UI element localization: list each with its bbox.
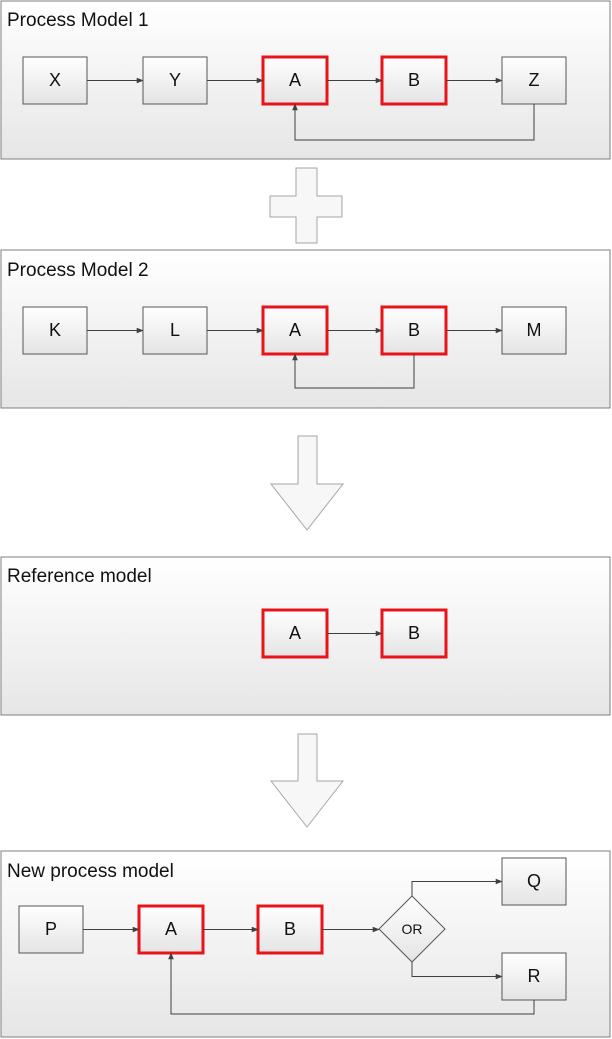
node-a: A — [261, 55, 329, 106]
node-x: X — [22, 56, 88, 105]
down-arrow-icon — [269, 733, 345, 828]
node-label: Y — [169, 70, 181, 90]
panel-title: Reference model — [7, 566, 152, 587]
node-label: P — [45, 919, 57, 939]
node-label: M — [527, 320, 542, 340]
node-b: B — [380, 608, 448, 659]
node-r: R — [501, 952, 567, 1001]
node-label: X — [49, 70, 61, 90]
edge-or-r — [411, 962, 503, 980]
node-y: Y — [142, 56, 208, 105]
node-q: Q — [501, 857, 567, 906]
panel-title: Process Model 2 — [7, 260, 149, 281]
edge-z-a-loop — [292, 103, 535, 141]
panel-process-model-1: Process Model 1 X Y A B Z — [0, 0, 611, 160]
node-label: B — [408, 320, 420, 340]
edge-or-q — [411, 878, 503, 896]
node-label: A — [165, 919, 177, 939]
node-b: B — [380, 55, 448, 106]
node-label: R — [528, 966, 541, 986]
node-p: P — [18, 905, 84, 954]
panel-process-model-2: Process Model 2 K L A B M — [0, 249, 611, 409]
node-label: A — [289, 320, 301, 340]
node-label: B — [284, 919, 296, 939]
node-label: B — [408, 623, 420, 643]
panel-title: Process Model 1 — [7, 10, 149, 31]
node-label: A — [289, 623, 301, 643]
node-label: B — [408, 70, 420, 90]
node-label: A — [289, 70, 301, 90]
node-label: Q — [527, 871, 541, 891]
node-z: Z — [501, 56, 567, 105]
node-label: L — [170, 320, 180, 340]
gateway-label: OR — [402, 921, 423, 937]
panel-title: New process model — [7, 861, 174, 882]
panel-reference-model: Reference model A B — [0, 556, 611, 716]
node-label: Z — [529, 70, 540, 90]
down-arrow-icon — [269, 435, 345, 531]
node-m: M — [501, 306, 567, 355]
node-l: L — [142, 306, 208, 355]
node-a: A — [261, 305, 329, 356]
panel-new-process-model: New process model P A B OR Q R — [0, 850, 611, 1038]
edge-b-a-loop — [292, 353, 415, 389]
node-k: K — [22, 306, 88, 355]
plus-symbol-icon — [269, 167, 343, 244]
edge-r-a-loop — [168, 952, 535, 1015]
node-a: A — [261, 608, 329, 659]
node-a: A — [137, 904, 205, 955]
node-label: K — [49, 320, 61, 340]
node-b: B — [380, 305, 448, 356]
node-b: B — [256, 904, 324, 955]
